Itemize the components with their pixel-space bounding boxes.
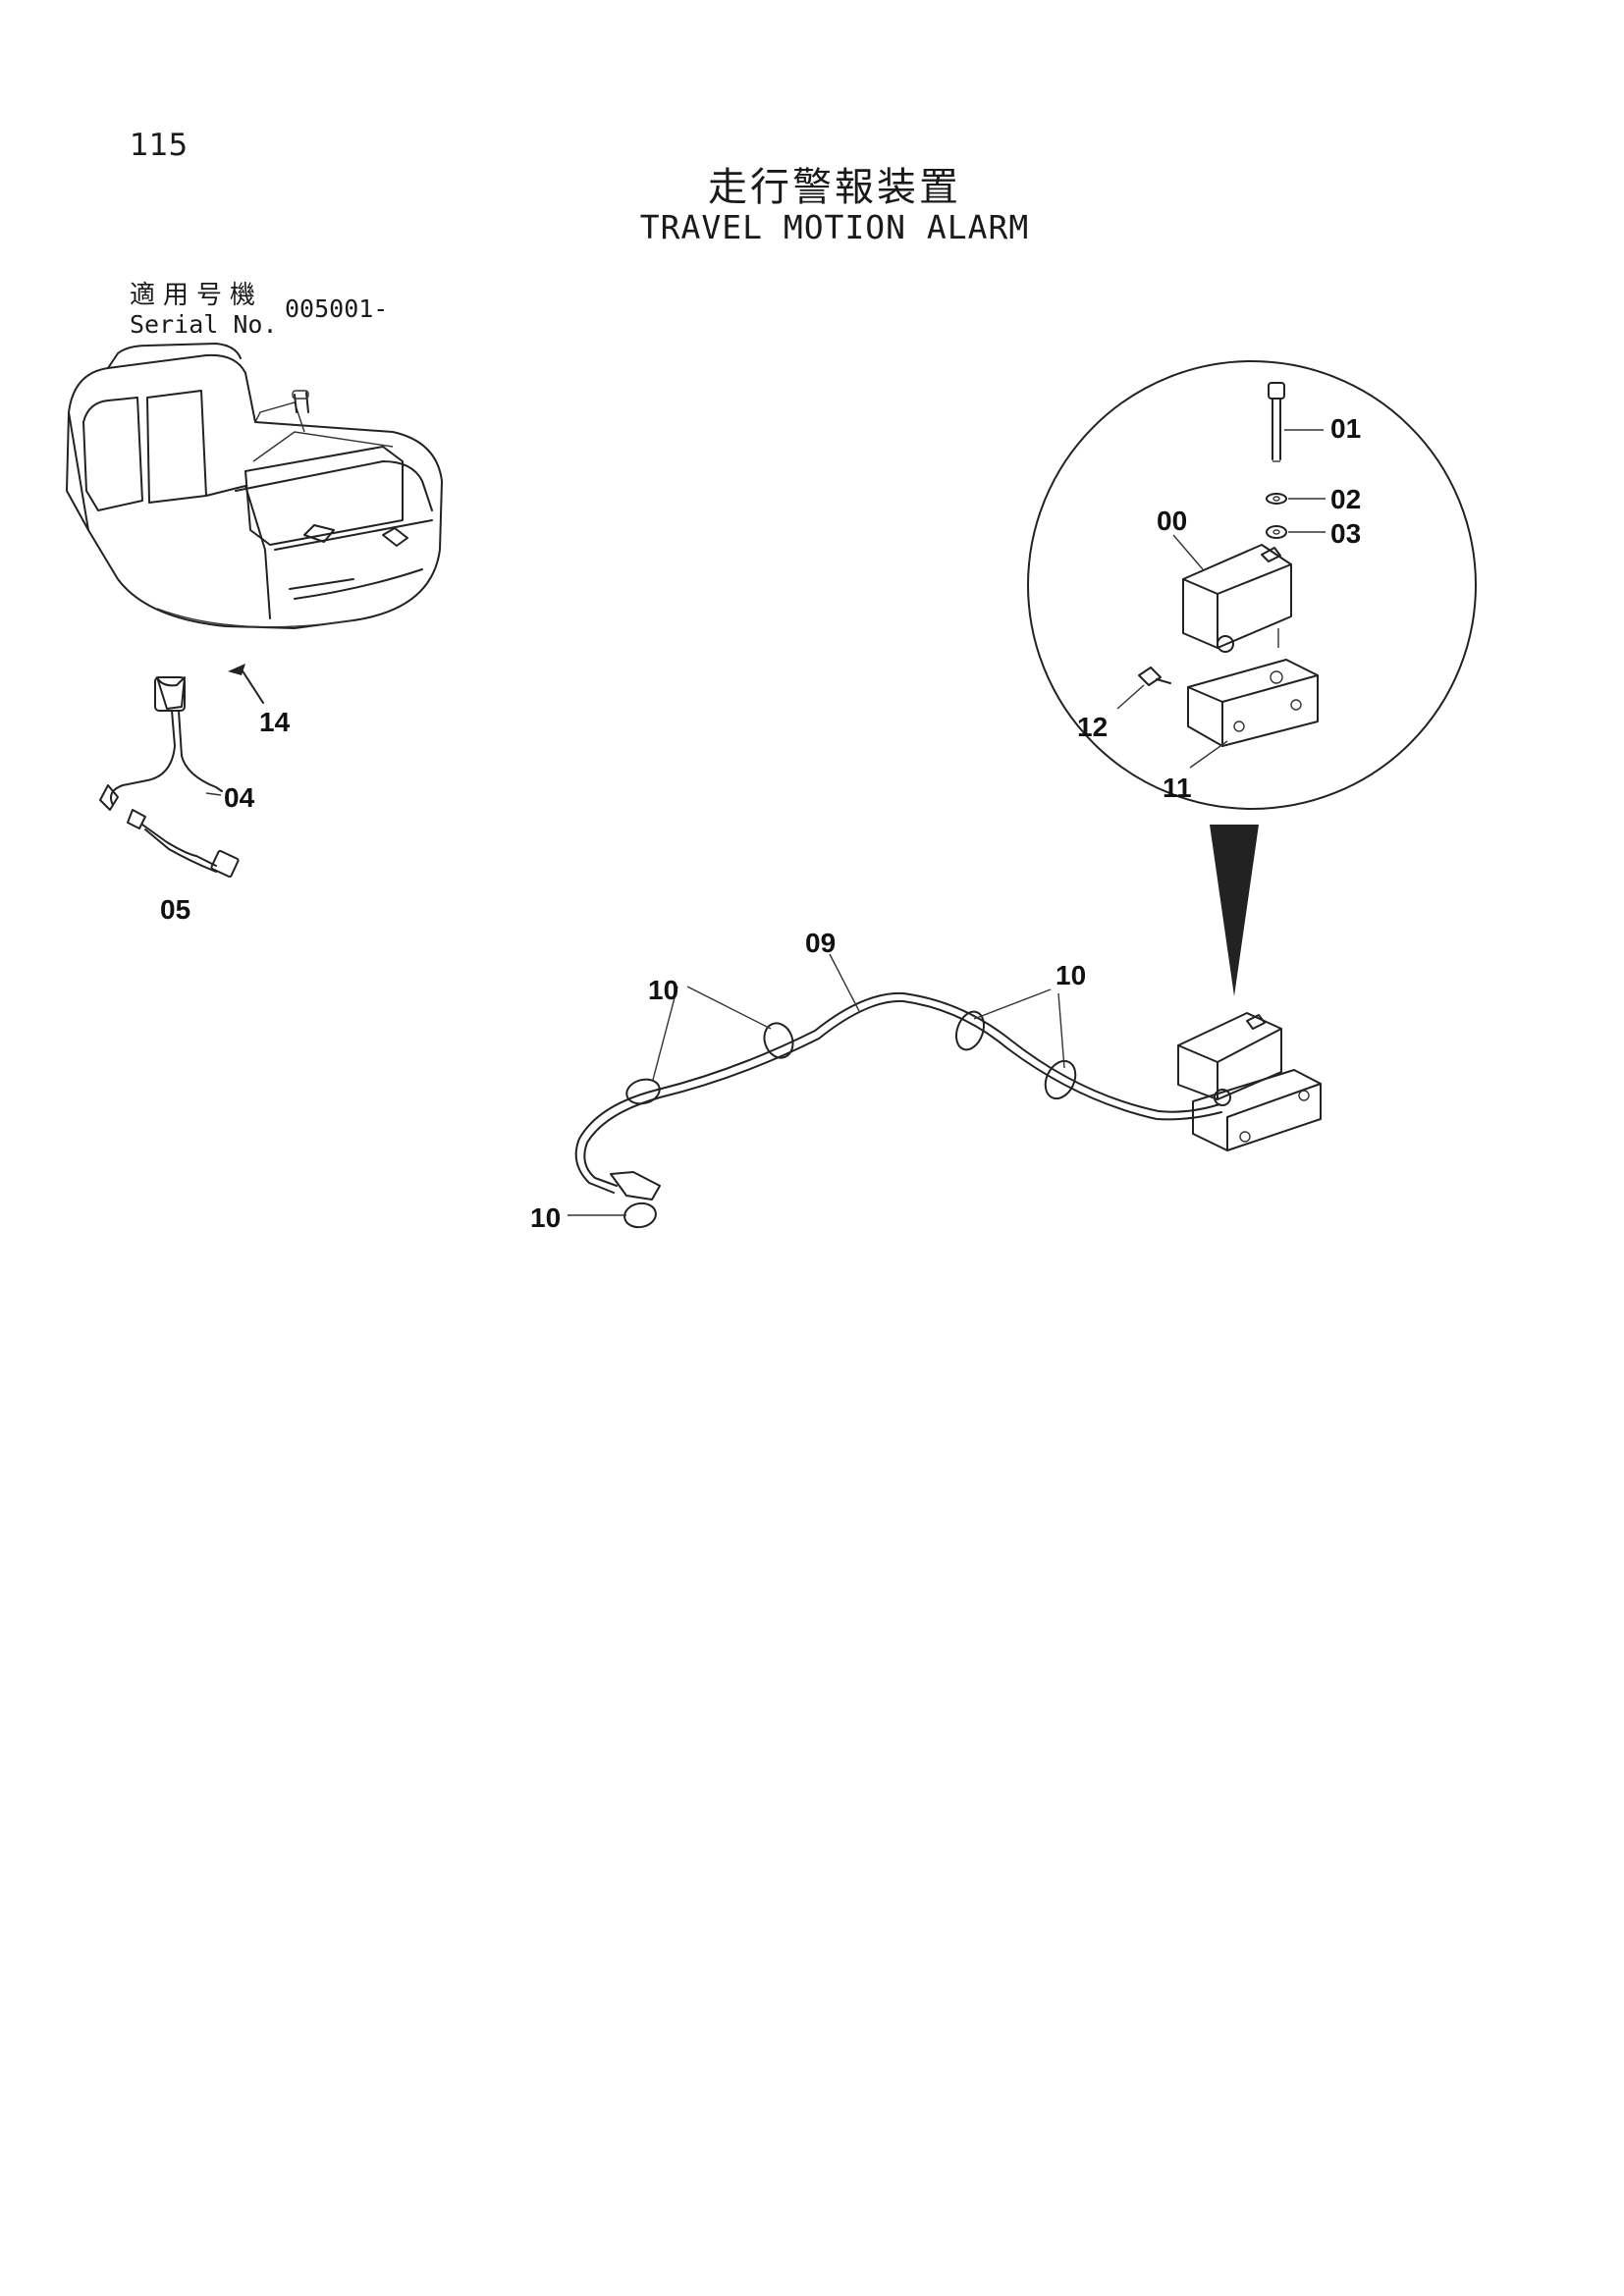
serial-label-japanese: 適用号機 xyxy=(130,281,264,310)
page-title-english: TRAVEL MOTION ALARM xyxy=(639,208,1030,246)
bolt-01 xyxy=(1268,382,1285,462)
serial-label-english: Serial No. xyxy=(130,310,278,339)
page-number: 115 xyxy=(130,128,189,163)
callout-03: 03 xyxy=(1330,518,1361,549)
main-leader-lines xyxy=(205,792,1065,1216)
callout-04: 04 xyxy=(224,782,255,813)
alarm-unit-00 xyxy=(1182,544,1292,653)
clamp-10-e xyxy=(623,1201,657,1229)
clamp-10-d xyxy=(1044,1059,1077,1100)
detail-circle xyxy=(1027,360,1477,810)
callout-09: 09 xyxy=(805,928,836,958)
part-14-marker xyxy=(228,664,264,704)
harness-05 xyxy=(127,809,240,879)
callout-01: 01 xyxy=(1330,413,1361,444)
callout-10-right: 10 xyxy=(1056,960,1086,990)
clamp-10-b xyxy=(763,1022,794,1059)
callout-10-bottom: 10 xyxy=(530,1202,561,1233)
alarm-assembly xyxy=(1177,1012,1322,1151)
bolt-12 xyxy=(1138,667,1171,686)
clamp-10-a xyxy=(625,1078,661,1105)
bracket-11 xyxy=(1187,659,1319,747)
washer-03 xyxy=(1266,525,1287,539)
callout-10-left: 10 xyxy=(648,975,678,1005)
washer-02 xyxy=(1266,493,1287,505)
callout-02: 02 xyxy=(1330,484,1361,514)
page-title-japanese: 走行警報装置 xyxy=(708,165,961,210)
excavator-illustration xyxy=(66,343,443,629)
detail-pointer-cone xyxy=(1210,825,1259,996)
harness-09 xyxy=(574,991,1222,1201)
harness-04 xyxy=(99,676,223,811)
callout-05: 05 xyxy=(160,894,190,925)
serial-number-value: 005001- xyxy=(285,294,389,323)
callout-12: 12 xyxy=(1077,712,1108,742)
detail-leader-lines xyxy=(1116,429,1326,769)
clamp-10-c xyxy=(954,1010,986,1051)
callout-00: 00 xyxy=(1157,506,1187,536)
callout-11: 11 xyxy=(1163,773,1192,803)
callout-14: 14 xyxy=(259,707,291,737)
